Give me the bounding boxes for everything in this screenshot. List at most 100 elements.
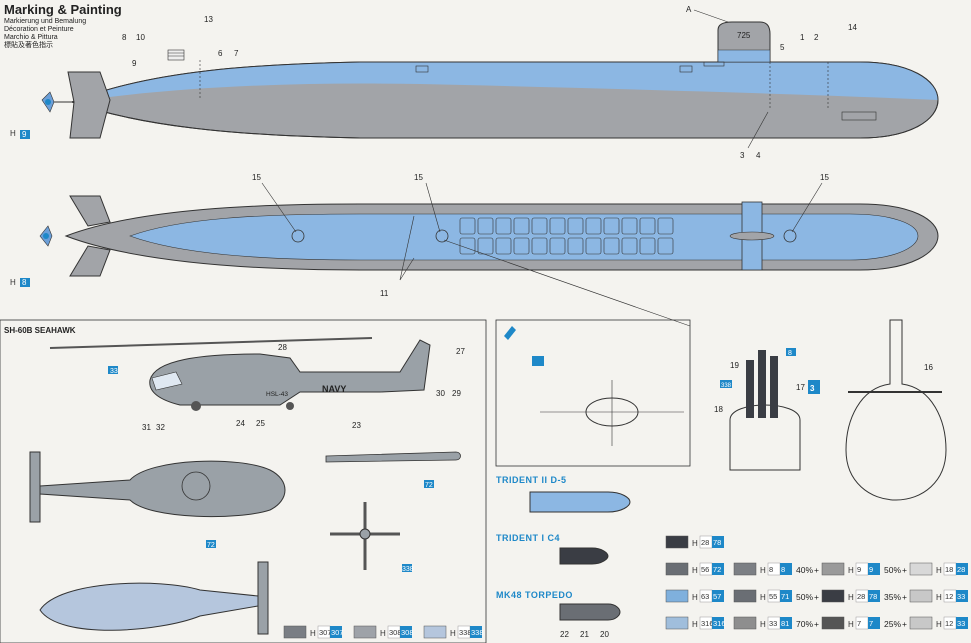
legend-mix-2-0-code2: 71 [781, 592, 789, 601]
periscope-detail: 19 17 18 3 8 338 [714, 348, 820, 471]
legend-pct: 25% [884, 619, 901, 629]
missile-hatch [459, 237, 476, 255]
missile-hatch [585, 237, 602, 255]
missile-hatch [603, 217, 620, 235]
legend-row-1-swatch [665, 562, 689, 576]
callout-3: 3 [740, 151, 745, 160]
legend-mix-3-2-code2: 33 [957, 619, 965, 628]
legend-mix-3-0-swatch [733, 616, 757, 630]
legend-row-3-swatch [665, 616, 689, 630]
legend-row-2-code: 63 [701, 592, 709, 601]
callout-10: 10 [136, 33, 145, 42]
h-code-detail-1: 8 [788, 350, 792, 357]
legend-mix-3-1-swatch [821, 616, 845, 630]
title-it: Marchio & Pittura [4, 34, 58, 41]
missile-hatch [567, 237, 584, 255]
h-code-top: 9 [22, 130, 27, 139]
page-title: Marking & Painting [4, 2, 122, 17]
callout-2: 2 [814, 33, 819, 42]
helicopter-side-view: NAVY HSL-43 28 27 30 29 23 24 25 31 32 3… [49, 337, 465, 432]
legend-bottom-0-code: 307 [319, 628, 332, 637]
legend-bottom-2-h: H [450, 629, 456, 638]
legend-pct: 35% [884, 592, 901, 602]
legend-mix-2-0-code: 55 [769, 592, 777, 601]
legend-mix-3-2-code: 12 [945, 619, 953, 628]
missile-hatch [531, 217, 548, 235]
navy-marking: NAVY [322, 384, 346, 394]
legend-mix-2-1-code2: 78 [869, 592, 877, 601]
legend-row-2-swatch [665, 589, 689, 603]
missile-hatch [603, 237, 620, 255]
submarine-side-view: 725 A 13 8 10 9 6 7 5 1 2 14 3 4 H 9 [10, 5, 939, 160]
callout-14: 14 [848, 23, 857, 32]
callout-4: 4 [756, 151, 761, 160]
legend-bottom-0-swatch [283, 625, 307, 639]
helicopter-top-view: 72 [29, 451, 286, 549]
missile-hatch [477, 217, 494, 235]
helicopter-panel [0, 319, 487, 643]
legend-plus: + [902, 619, 907, 629]
legend-mix-3-0-code2: 81 [781, 619, 789, 628]
legend-bottom-1-swatch [353, 625, 377, 639]
legend-plus: + [814, 619, 819, 629]
h-code-heli-3: 72 [425, 482, 433, 489]
legend-bottom-2-swatch [423, 625, 447, 639]
legend-pct: 70% [796, 619, 813, 629]
missile-hatch [639, 237, 656, 255]
legend-mix-1-0-h: H [760, 566, 766, 575]
legend-row-0-swatch [665, 535, 689, 549]
legend-mix-2-1-swatch [821, 589, 845, 603]
legend-pct: 50% [796, 592, 813, 602]
legend-mix-1-2-code2: 28 [957, 565, 965, 574]
callout-11: 11 [380, 289, 389, 298]
callout-15a: 15 [252, 173, 261, 182]
legend-row-2-code2: 57 [713, 592, 721, 601]
missile-hatch [621, 217, 638, 235]
missile-hatch [657, 217, 674, 235]
h-label-bottom: H [10, 278, 16, 287]
legend-mix-2-0-swatch [733, 589, 757, 603]
missile-hatch [459, 217, 476, 235]
rotor-parts: 72 338 [325, 451, 461, 573]
callout-20: 20 [600, 630, 609, 639]
hull-number: 725 [737, 31, 751, 40]
legend-row-2-h: H [692, 593, 698, 602]
legend-bottom-0-h: H [310, 629, 316, 638]
legend-row-1-code2: 72 [713, 565, 721, 574]
legend-mix-3-1-code2: 7 [869, 619, 873, 628]
callout-27: 27 [456, 347, 465, 356]
legend-row-3-code: 316 [701, 619, 714, 628]
callout-18: 18 [714, 405, 723, 414]
legend-bottom-0-code2: 307 [331, 628, 344, 637]
legend-mix-1-2-swatch [909, 562, 933, 576]
missile-hatch [495, 237, 512, 255]
title-fr: Décoration et Peinture [4, 26, 74, 33]
legend-mix-3-0-code: 33 [769, 619, 777, 628]
legend-row-0-h: H [692, 539, 698, 548]
legend-mix-3-1-code: 7 [857, 619, 861, 628]
callout-1: 1 [800, 33, 805, 42]
legend-mix-1-0-code2: 8 [781, 565, 785, 574]
unit-marking: HSL-43 [266, 391, 288, 398]
legend-mix-3-0-h: H [760, 620, 766, 629]
callout-28: 28 [278, 343, 287, 352]
h-code-heli-2: 72 [207, 542, 215, 549]
helicopter-title: SH-60B SEAHAWK [4, 326, 76, 335]
h-code-bottom: 8 [22, 278, 27, 287]
callout-32: 32 [156, 423, 165, 432]
h-code-heli-1: 33 [110, 368, 118, 375]
callout-25: 25 [256, 419, 265, 428]
legend-plus: + [814, 592, 819, 602]
deck-markings [504, 326, 684, 446]
legend-mix-1-0-swatch [733, 562, 757, 576]
missile-hatch [531, 237, 548, 255]
callout-29: 29 [452, 389, 461, 398]
legend-mix-2-2-swatch [909, 589, 933, 603]
submarine-front-view: 16 [845, 319, 947, 501]
trident1-label: TRIDENT I C4 [496, 533, 560, 543]
callout-9: 9 [132, 59, 137, 68]
callout-15c: 15 [820, 173, 829, 182]
callout-30: 30 [436, 389, 445, 398]
callout-8: 8 [122, 33, 127, 42]
